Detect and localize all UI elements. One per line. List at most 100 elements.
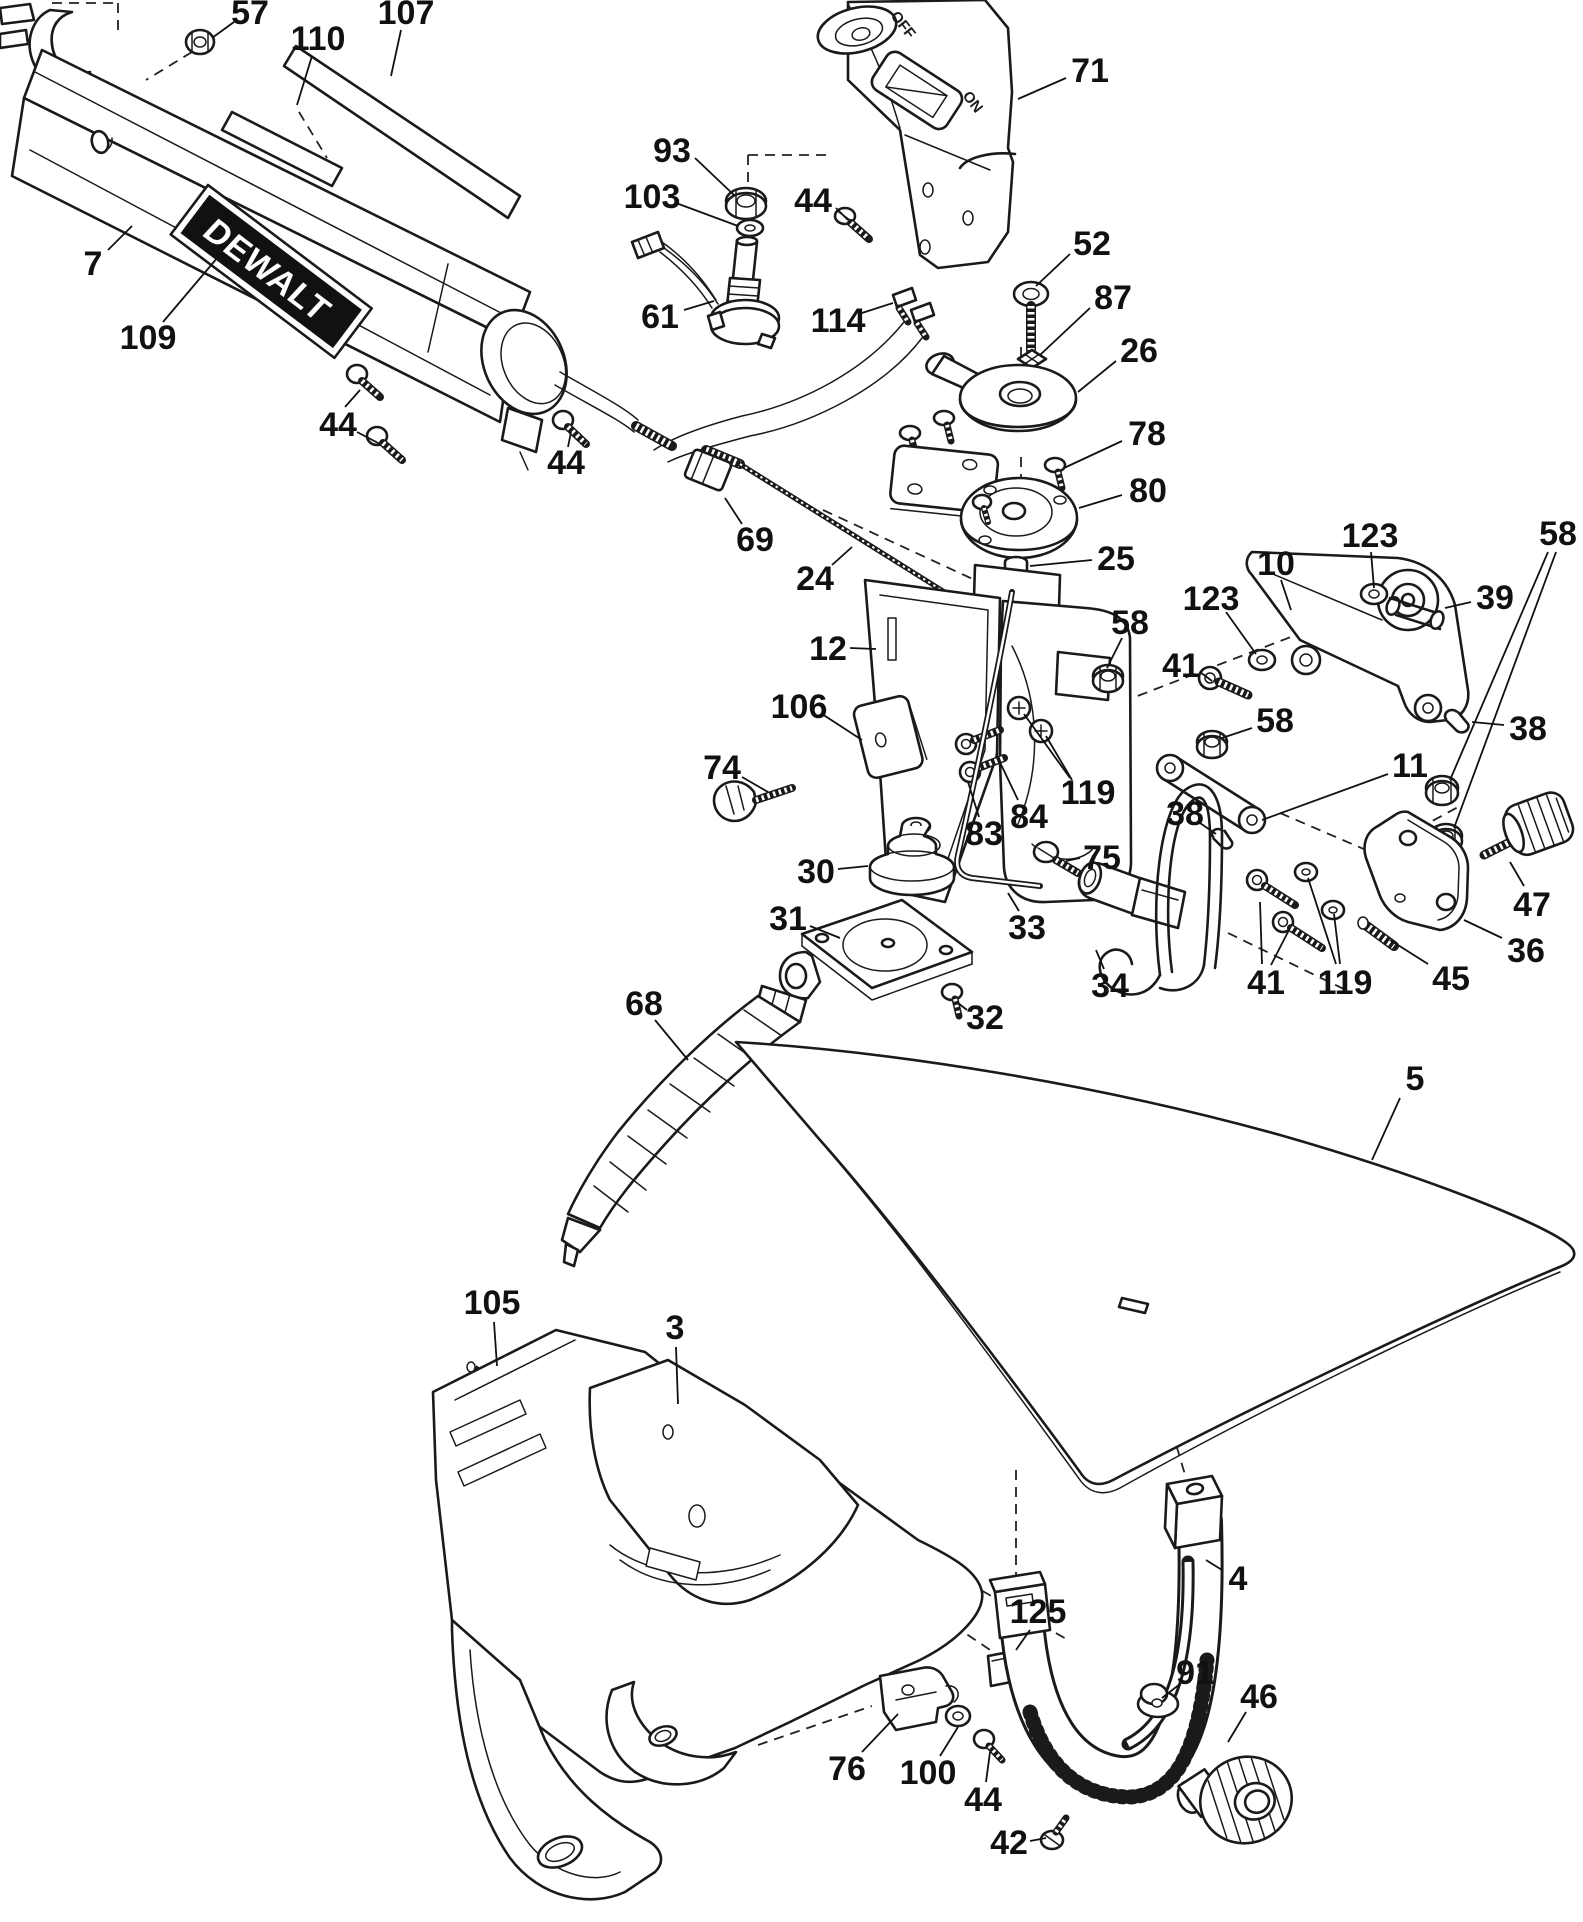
leader-line-52 [1035,253,1071,287]
callout-10: 10 [1257,545,1295,583]
leader-line-33 [1007,892,1020,912]
cable-and-rod-assembly [345,363,1101,691]
leader-line-74 [741,776,769,793]
base-assembly [431,1328,1070,1901]
callout-26: 26 [1120,332,1158,370]
callout-105: 105 [464,1284,521,1322]
bellows-30 [868,816,956,897]
blade-holder-34 [1077,783,1224,996]
table-top [734,1040,1576,1486]
callout-3: 3 [666,1309,685,1347]
screw-78-c [1043,456,1067,492]
switch-recess [870,50,964,131]
leader-line-24 [831,546,853,566]
leader-line-106 [821,713,863,741]
callout-61: 61 [641,298,679,336]
set-screw-45 [1357,916,1399,951]
leader-line-58 [1106,637,1123,669]
leader-line-93 [694,157,736,197]
blower-plate-31 [778,898,974,1001]
callout-41: 41 [1247,964,1285,1002]
bolt-41-lower-b [1271,910,1326,952]
callout-80: 80 [1129,472,1167,510]
callout-38: 38 [1166,795,1204,833]
motor-cap-arc [958,152,1017,170]
callout-39: 39 [1476,579,1514,617]
leader-line-107 [390,29,402,77]
callout-38: 38 [1509,710,1547,748]
callout-103: 103 [624,178,681,216]
bushing-38-upper [1443,708,1470,734]
callout-5: 5 [1406,1060,1425,1098]
screw-44-bottom [972,1728,1006,1764]
callout-52: 52 [1073,225,1111,263]
base-boss [588,1358,860,1606]
leader-line-41 [1270,927,1291,966]
callout-58: 58 [1111,604,1149,642]
leader-line-84 [995,753,1019,801]
leader-line-110 [296,55,313,106]
bolt-41-lower-a [1245,868,1299,909]
callout-87: 87 [1094,279,1132,317]
callout-57: 57 [231,0,269,32]
right-foot [605,1680,738,1786]
callout-125: 125 [1010,1593,1067,1631]
leader-line-114 [861,302,894,314]
callout-42: 42 [990,1824,1028,1862]
callout-24: 24 [796,560,834,598]
callout-93: 93 [653,132,691,170]
screw-52 [1012,280,1050,355]
leader-line-58 [1449,551,1549,781]
callout-4: 4 [1229,1560,1248,1598]
leader-line-119 [1333,913,1341,965]
washer-103 [735,218,765,238]
screw-42 [1039,1814,1070,1851]
leader-line-42 [1029,1837,1047,1842]
link-11 [1155,753,1267,835]
leader-line-44 [567,431,572,448]
callout-30: 30 [797,853,835,891]
blade-bracket [500,406,544,454]
callout-7: 7 [84,245,103,283]
front-foot [450,1618,663,1901]
callout-109: 109 [120,319,177,357]
leader-line-25 [1029,559,1093,567]
callout-46: 46 [1240,1678,1278,1716]
leader-line-68 [654,1019,689,1061]
leader-line-5 [1371,1097,1401,1161]
lock-knob-46 [1176,1755,1294,1845]
leader-line-83 [967,781,980,818]
leader-line-58 [1221,727,1253,739]
leader-line-61 [683,300,715,311]
leader-line-119 [1023,713,1071,779]
pin-39 [1385,595,1445,631]
callout-84: 84 [1010,798,1048,836]
leader-line-119 [1045,735,1073,781]
callout-123: 123 [1342,517,1399,555]
cable-connector-69 [683,448,733,492]
plate-36 [1363,810,1470,932]
angle-graduations [1022,1652,1215,1805]
leader-line-11 [1261,773,1389,821]
speed-control-assembly [630,186,936,463]
leader-line-39 [1444,601,1472,609]
pivot-assembly [560,563,1133,1268]
table-assembly [734,1040,1576,1494]
callout-71: 71 [1071,52,1109,90]
leader-line-57 [211,21,235,39]
cam-26 [925,352,1078,433]
callout-119: 119 [1061,774,1116,812]
nut-57 [184,28,216,56]
leader-line-78 [1063,440,1123,469]
callout-34: 34 [1091,967,1129,1005]
potentiometer-61 [706,235,781,350]
callout-44: 44 [794,182,832,220]
leader-line-105 [493,1321,498,1367]
callout-110: 110 [291,20,346,58]
leader-line-58 [1453,551,1557,829]
callout-107: 107 [378,0,435,32]
leader-line-12 [849,647,877,650]
callout-31: 31 [769,900,807,938]
callout-45: 45 [1432,960,1470,998]
washer-100 [944,1704,972,1728]
